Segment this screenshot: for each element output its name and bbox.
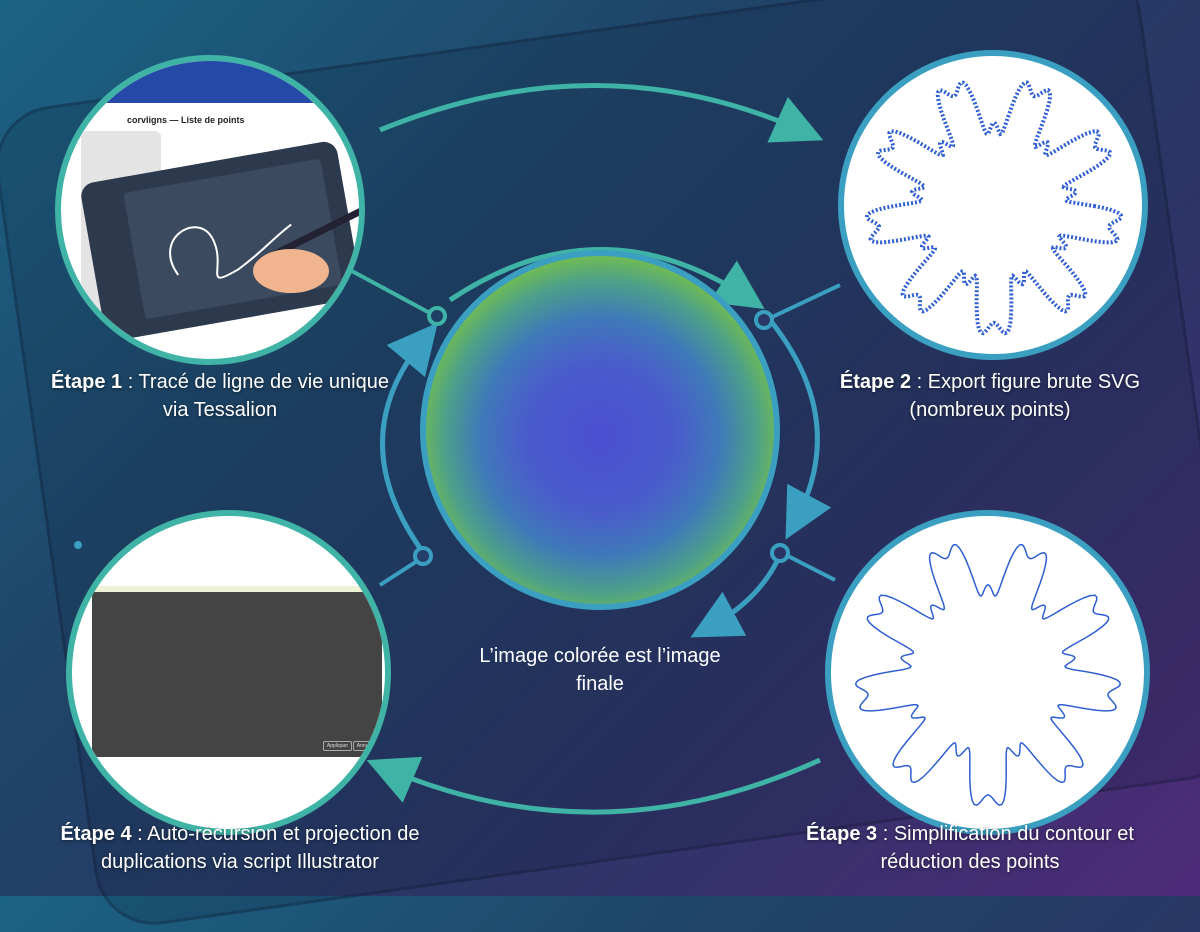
- raw-svg-contour: [864, 80, 1124, 336]
- final-colored-image: [420, 250, 780, 610]
- step2-caption: Étape 2 : Export figure brute SVG (nombr…: [839, 371, 1141, 421]
- step3-caption: Étape 3 : Simplification du contour et r…: [806, 823, 1134, 873]
- apply-button[interactable]: Appliquer: [322, 741, 352, 751]
- app-header: [61, 61, 359, 103]
- center-caption: L’image colorée est l’image finale: [479, 645, 721, 695]
- arrow-center-left: [380, 322, 438, 557]
- step4-illustration: Appliquer Annuler: [66, 510, 391, 835]
- drawing-tablet: [79, 139, 359, 343]
- simplified-contour: [855, 544, 1121, 807]
- step2-illustration: [838, 50, 1148, 360]
- step1-illustration: corvligns — Liste de points: [55, 55, 365, 365]
- step4-caption: Étape 4 : Auto-récursion et projection d…: [60, 823, 420, 873]
- arrow-step3-to-step4: [366, 756, 822, 815]
- illustrator-script-dialog: Appliquer Annuler: [92, 586, 382, 757]
- arrow-center-right: [768, 318, 832, 540]
- arrow-center-top: [448, 247, 765, 310]
- app-screen-title: corvligns — Liste de points: [127, 115, 245, 125]
- arrow-center-bottom: [690, 553, 783, 638]
- hand-with-stylus-icon: [253, 208, 359, 293]
- flow-arrows: [74, 83, 841, 815]
- step3-illustration: [825, 510, 1150, 835]
- arrow-step1-to-step2: [379, 83, 824, 143]
- cancel-button[interactable]: Annuler: [352, 741, 378, 751]
- step1-caption: Étape 1 : Tracé de ligne de vie unique v…: [50, 371, 389, 421]
